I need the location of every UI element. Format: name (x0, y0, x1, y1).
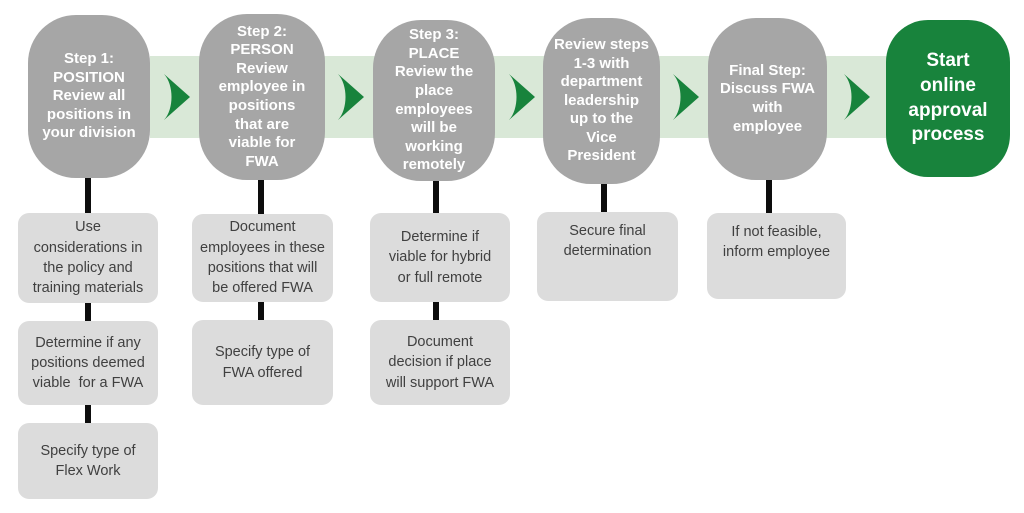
substep-box-document-employees: Document employees in these positions th… (192, 214, 333, 302)
terminal-node-start-approval: Start online approval process (886, 20, 1010, 177)
step-node-2-label: Step 2: PERSON Review employee in positi… (218, 22, 306, 170)
connector-line (433, 180, 439, 214)
substep-label: Secure final determination (563, 223, 652, 260)
connector-line (85, 176, 91, 214)
substep-box-specify-flex-work-type: Specify type of Flex Work (18, 423, 158, 499)
step-node-1-label: Step 1: POSITION Review all positions in… (42, 50, 136, 142)
substep-box-use-considerations: Use considerations in the policy and tra… (18, 213, 158, 303)
substep-label: Document employees in these positions th… (200, 219, 325, 297)
terminal-node-label: Start online approval process (908, 50, 988, 146)
substep-box-determine-hybrid-remote: Determine if viable for hybrid or full r… (370, 213, 510, 302)
chevron-right-icon (844, 74, 870, 120)
substep-box-document-place-decision: Document decision if place will support … (370, 320, 510, 405)
step-node-4: Review steps 1-3 with department leaders… (543, 18, 660, 184)
connector-line (433, 301, 439, 321)
step-node-5-label: Final Step: Discuss FWA with employee (719, 61, 816, 135)
substep-box-determine-positions-viable: Determine if any positions deemed viable… (18, 321, 158, 405)
connector-line (258, 179, 264, 216)
step-node-5: Final Step: Discuss FWA with employee (708, 18, 827, 180)
connector-line (766, 179, 772, 214)
substep-label: Specify type of FWA offered (214, 344, 311, 381)
substep-label: Specify type of Flex Work (40, 442, 136, 479)
connector-line (601, 183, 607, 213)
substep-label: If not feasible, inform employee (722, 224, 831, 261)
substep-label: Determine if any positions deemed viable… (31, 334, 145, 392)
step-node-4-label: Review steps 1-3 with department leaders… (553, 35, 650, 165)
chevron-right-icon (164, 74, 190, 120)
chevron-right-icon (509, 74, 535, 120)
substep-box-secure-determination: Secure final determination (537, 212, 678, 301)
connector-line (85, 404, 91, 424)
step-node-2: Step 2: PERSON Review employee in positi… (199, 14, 325, 180)
connector-line (85, 302, 91, 322)
substep-label: Use considerations in the policy and tra… (32, 219, 144, 297)
step-node-3: Step 3: PLACE Review the place employees… (373, 20, 495, 181)
substep-box-specify-fwa-type: Specify type of FWA offered (192, 320, 333, 405)
step-node-1: Step 1: POSITION Review all positions in… (28, 15, 150, 178)
substep-box-inform-employee: If not feasible, inform employee (707, 213, 846, 299)
connector-line (258, 301, 264, 321)
step-node-3-label: Step 3: PLACE Review the place employees… (394, 26, 474, 174)
chevron-right-icon (673, 74, 699, 120)
chevron-right-icon (338, 74, 364, 120)
substep-label: Document decision if place will support … (385, 334, 495, 391)
substep-label: Determine if viable for hybrid or full r… (388, 229, 492, 286)
